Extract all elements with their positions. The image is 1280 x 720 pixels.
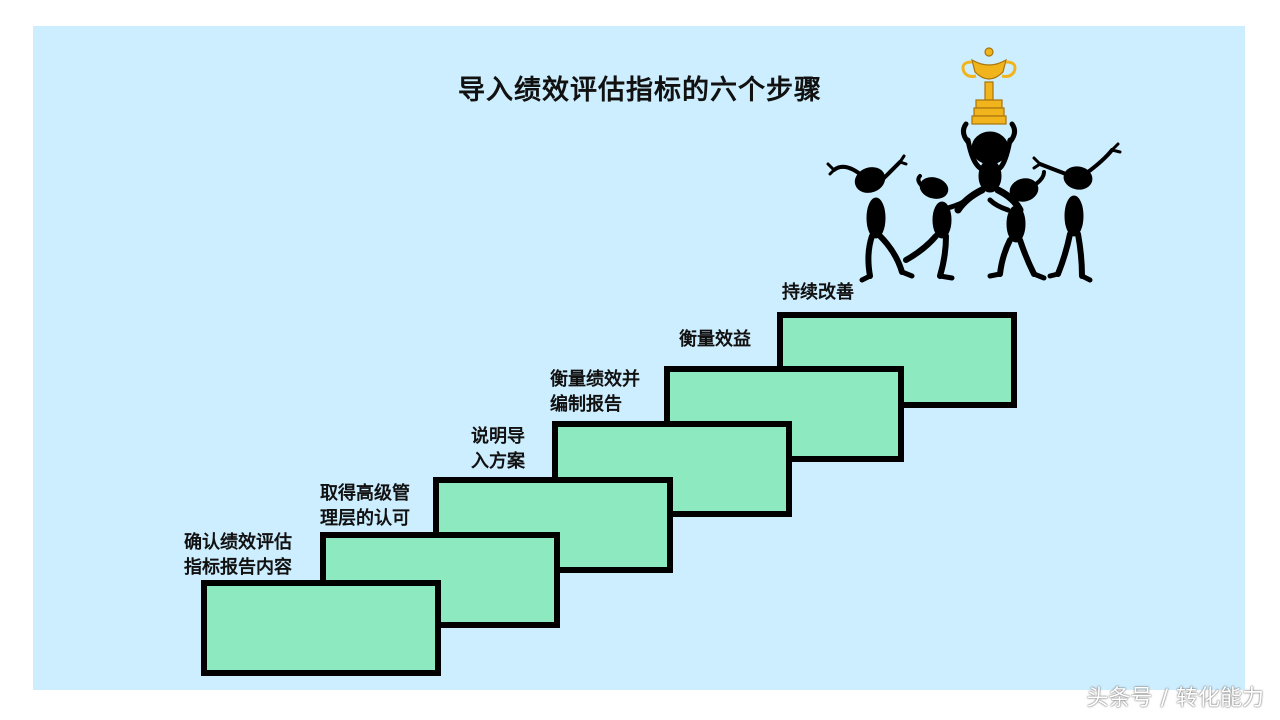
watermark: 头条号 / 转化能力: [1087, 680, 1264, 712]
person-second-icon: [903, 174, 973, 281]
step-label-5: 衡量效益: [679, 327, 751, 352]
diagram-title: 导入绩效评估指标的六个步骤: [458, 75, 822, 106]
watermark-separator: /: [1160, 686, 1168, 711]
step-label-1: 确认绩效评估 指标报告内容: [184, 530, 292, 580]
step-label-3-line2: 入方案: [471, 451, 525, 472]
step-box-1: [201, 580, 441, 676]
person-left-icon: [826, 154, 915, 283]
step-label-1-line1: 确认绩效评估: [184, 532, 292, 553]
step-label-5-line1: 衡量效益: [679, 329, 751, 350]
celebrating-people-icon: [826, 47, 1122, 283]
step-label-6-line1: 持续改善: [782, 282, 854, 303]
step-label-2-line1: 取得高级管: [320, 483, 410, 504]
step-label-3: 说明导 入方案: [471, 424, 525, 474]
step-label-4-line2: 编制报告: [550, 394, 622, 415]
step-label-6: 持续改善: [782, 280, 854, 305]
trophy-icon: [961, 47, 1017, 125]
person-third-icon: [987, 170, 1047, 281]
step-label-2-line2: 理层的认可: [320, 508, 410, 529]
watermark-author: 转化能力: [1175, 686, 1264, 711]
person-right-icon: [1032, 142, 1122, 283]
step-label-4: 衡量绩效并 编制报告: [550, 367, 640, 417]
watermark-source: 头条号: [1086, 686, 1153, 711]
step-label-4-line1: 衡量绩效并: [550, 369, 640, 390]
step-label-2: 取得高级管 理层的认可: [320, 481, 410, 531]
step-label-3-line1: 说明导: [471, 426, 525, 447]
slide-background: [33, 26, 1245, 690]
step-label-1-line2: 指标报告内容: [184, 557, 292, 578]
